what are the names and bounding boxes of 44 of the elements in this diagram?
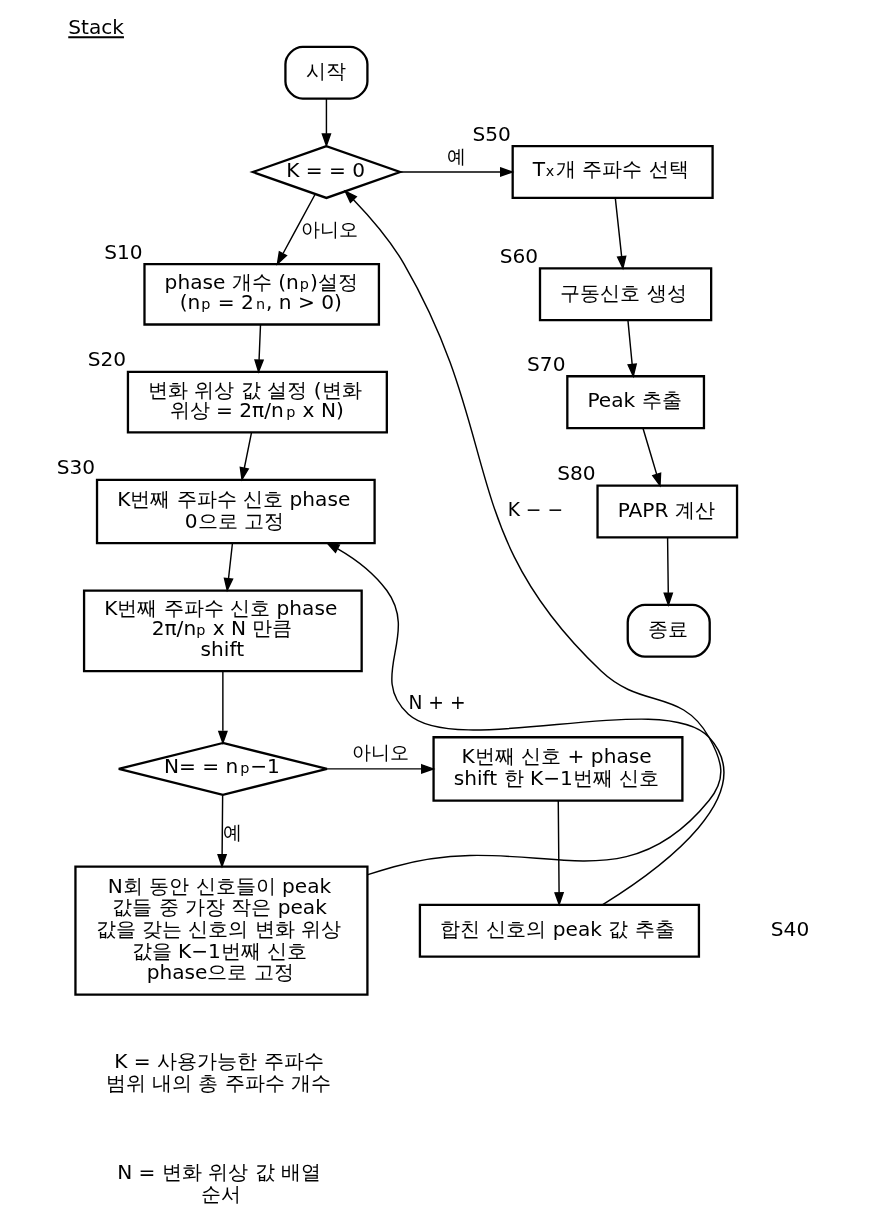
node-box: 종료 (626, 603, 711, 658)
node-box: 구동신호 생성 (538, 267, 713, 322)
node-box: K번째 주파수 신호 phase 0으로 고정 (95, 478, 376, 545)
arrow (217, 794, 228, 869)
edge-label: 예 (447, 145, 467, 167)
edge-label: 아니오 (300, 218, 358, 240)
node-box: Tx개 주파수 선택 (511, 145, 714, 200)
edge-label: 아니오 (352, 742, 410, 764)
node-box: 합친 신호의 peak 값 추출 (418, 903, 701, 958)
arrow (554, 799, 565, 907)
node-label: S20 (87, 347, 127, 372)
node-box: N회 동안 신호들이 peak 값들 중 가장 작은 peak 값을 갖는 신호의 변화 위상 값을 K−1번째 신호 phase으로 고정 (74, 865, 369, 996)
edge-label: K − − (507, 499, 564, 521)
arrow (663, 536, 674, 607)
arrow (239, 431, 253, 482)
arrow (325, 542, 725, 906)
edge-label: 예 (222, 821, 242, 843)
arrow (614, 197, 627, 271)
node-label: S50 (472, 121, 511, 146)
arrow (254, 324, 265, 374)
arrow (343, 189, 722, 876)
node-label: S70 (527, 351, 566, 376)
node-box: K번째 신호 + phase shift 한 K−1번째 신호 (432, 736, 684, 802)
diagram-title: Stack (68, 15, 124, 40)
node-box: PAPR 계산 (596, 484, 739, 539)
arrow (326, 763, 436, 774)
edge-label: N + + (408, 692, 466, 714)
label: N = 변화 위상 값 배열 순서 (117, 1160, 322, 1206)
node-label: S30 (56, 455, 96, 480)
arrow (223, 542, 234, 593)
node-label: S60 (499, 243, 539, 268)
arrow (217, 670, 228, 746)
arrow (642, 427, 662, 488)
node-box: Peak 추출 (566, 375, 706, 430)
label: K = 사용가능한 주파수 범위 내의 총 주파수 개수 (105, 1049, 332, 1095)
node-label: S10 (104, 239, 143, 264)
node-box: 시작 (284, 45, 369, 100)
label: S40 (770, 917, 810, 942)
node-box: K번째 주파수 신호 phase 2π/np x N 만큼 shift (82, 589, 363, 673)
arrow (276, 193, 316, 266)
arrow (399, 166, 515, 178)
node-label: S80 (557, 461, 596, 486)
arrow (627, 319, 638, 379)
arrow (321, 98, 332, 148)
